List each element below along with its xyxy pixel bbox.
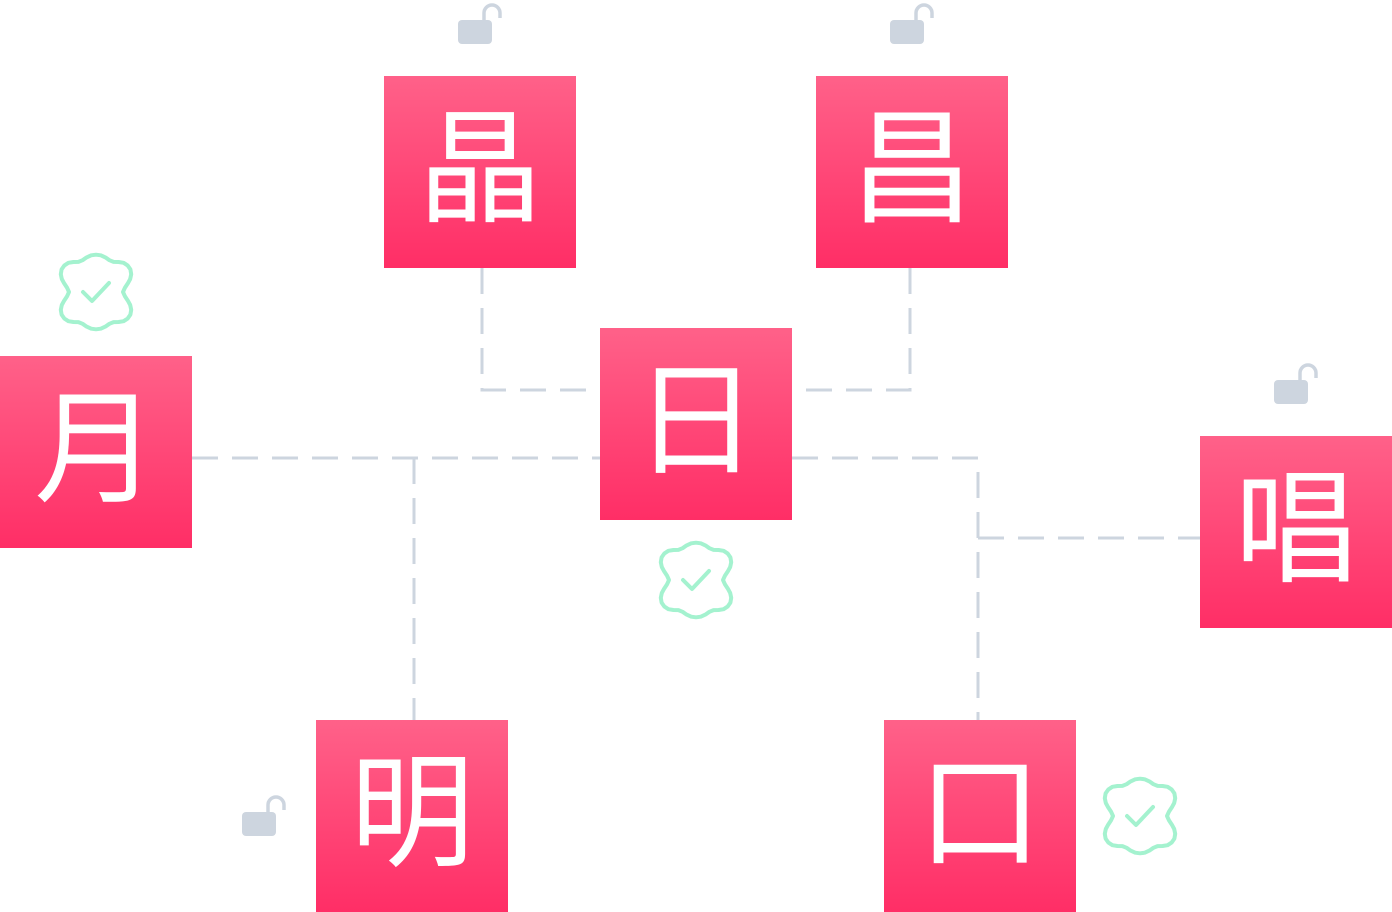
connector-chang-to-ri <box>792 268 912 392</box>
character-ming: 明 <box>349 742 474 886</box>
character-jing: 晶 <box>417 98 542 242</box>
connector-jing-to-ri <box>480 268 600 392</box>
character-tile-kou[interactable]: 口 <box>884 720 1076 912</box>
character-tile-ming[interactable]: 明 <box>316 720 508 912</box>
unlock-icon <box>890 3 934 44</box>
character-tile-jing[interactable]: 晶 <box>384 76 576 268</box>
character-kou: 口 <box>917 742 1042 886</box>
character-tile-chang-sing[interactable]: 唱 <box>1200 436 1392 628</box>
unlock-icon <box>458 3 502 44</box>
character-tile-yue[interactable]: 月 <box>0 356 192 548</box>
character-tile-chang[interactable]: 昌 <box>816 76 1008 268</box>
check-badge-icon <box>658 540 734 620</box>
connector-ri-to-kou <box>792 456 980 720</box>
character-yue: 月 <box>33 378 158 522</box>
check-badge-icon <box>58 252 134 332</box>
character-ri: 日 <box>633 350 758 494</box>
character-chang: 昌 <box>849 98 974 242</box>
check-badge-icon <box>1102 776 1178 856</box>
character-chang-sing: 唱 <box>1233 458 1358 602</box>
unlock-icon <box>1274 363 1318 404</box>
character-tile-ri[interactable]: 日 <box>600 328 792 520</box>
unlock-icon <box>242 795 286 836</box>
